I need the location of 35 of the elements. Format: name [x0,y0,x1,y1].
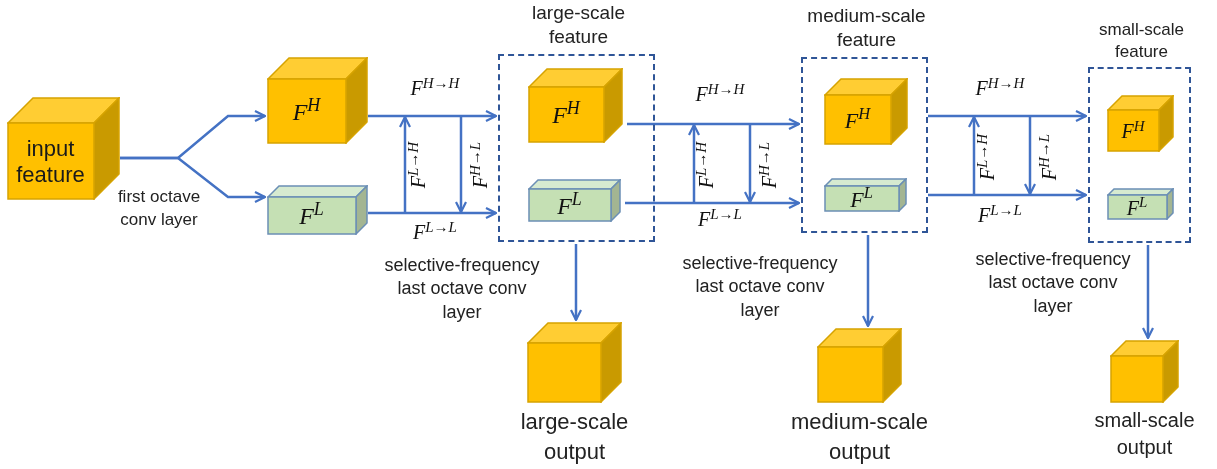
arrow [368,206,498,220]
cube-label: F$^{L}$ [557,187,582,221]
arrow [627,117,801,131]
cube-label: F$^{L}$ [850,182,873,214]
cube-label: F$^{H}$ [552,97,580,130]
edge-label: F$^{H→H}$ [975,78,1025,98]
output-caption: small-scale output [1093,408,1196,460]
arrow [928,188,1088,202]
cube-label: F$^{H}$ [292,93,321,127]
layer-label: selective-frequency last octave conv layer [383,254,541,324]
layer-label: selective-frequency last octave conv layer [974,248,1132,318]
arrow [120,156,267,204]
edge-label: F$^{L→L}$ [413,222,457,242]
cube-label: F$^{H}$ [844,103,871,135]
arrow [1141,245,1155,340]
layer-label: selective-frequency last octave conv layer [681,252,839,322]
cube-label: F$^{L}$ [1126,193,1148,221]
cube-label: F$^{H}$ [1121,116,1145,144]
arrow [928,109,1088,123]
edge-label: F$^{H→H}$ [410,78,460,98]
arrow [625,196,801,210]
arrow [569,244,583,322]
cube-label: input feature [15,136,86,187]
output-caption: medium-scale output [790,408,929,466]
group-heading: small-scale feature [1098,18,1185,63]
output-caption: large-scale output [519,408,630,466]
edge-label: F$^{L→L}$ [978,205,1022,225]
arrow [861,235,875,328]
cube-label: F$^{L}$ [299,198,324,231]
edge-label: F$^{L→L}$ [698,209,742,229]
edge-label: first octave conv layer [116,186,202,231]
edge-label: F$^{H→H}$ [695,84,745,104]
group-heading: medium-scale feature [806,3,927,53]
arrow [368,109,498,123]
group-heading: large-scale feature [531,0,626,50]
